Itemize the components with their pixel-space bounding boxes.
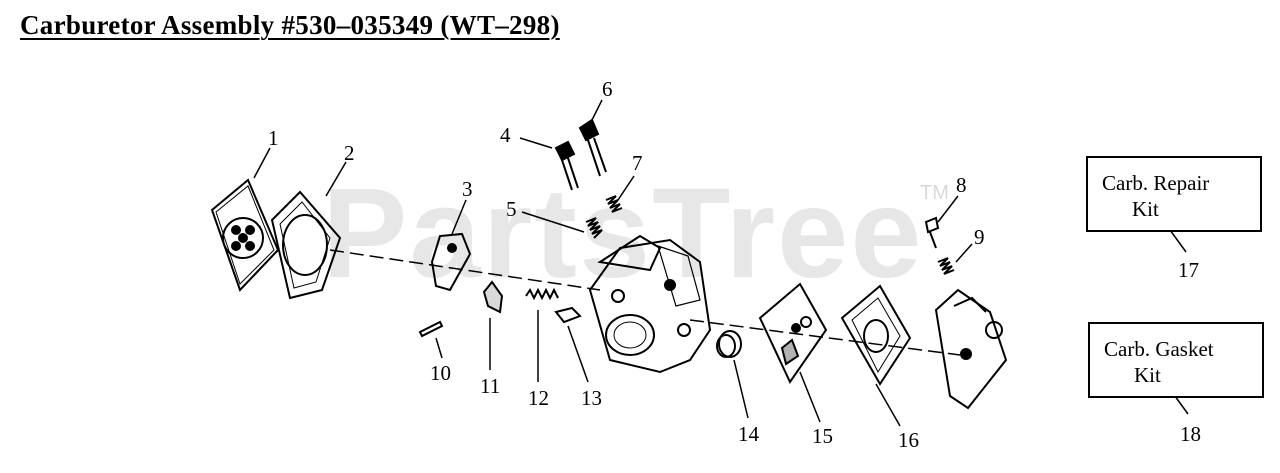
callout-15: 15 [812,424,833,448]
part-11-inlet-lever[interactable] [482,280,504,314]
callout-16: 16 [898,428,919,452]
callout-1: 1 [268,126,279,150]
callout-leader-lines [253,99,1189,427]
part-12-spring[interactable] [525,287,559,301]
part-6-screw[interactable] [578,118,607,177]
part-7-spring[interactable] [605,195,623,213]
carburetor-body[interactable] [588,234,712,374]
callout-2: 2 [344,141,355,165]
callout-6: 6 [602,77,613,101]
diagram-title: Carburetor Assembly #530–035349 (WT–298) [20,10,560,40]
part-13-inlet-needle[interactable] [554,306,582,324]
carb-gasket-kit-label-line1: Carb. Gasket [1104,337,1214,361]
part-1-diaphragm-plate[interactable] [210,178,280,292]
part-2-gasket[interactable] [270,190,342,300]
callout-10: 10 [430,361,451,385]
callout-9: 9 [974,225,985,249]
callout-11: 11 [480,374,500,398]
part-5-spring[interactable] [585,217,603,239]
part-3-lever[interactable] [430,232,472,292]
carb-repair-kit-box[interactable]: Carb. Repair Kit [1086,156,1262,232]
callout-13: 13 [581,386,602,410]
carb-repair-kit-label-line2: Kit [1132,197,1159,221]
callout-8: 8 [956,173,967,197]
callout-3: 3 [462,177,473,201]
pump-cover[interactable] [934,288,1008,410]
callout-5: 5 [506,197,517,221]
part-8-screw[interactable] [924,216,940,249]
callout-12: 12 [528,386,549,410]
callout-7: 7 [632,151,643,175]
callout-18: 18 [1180,422,1201,446]
part-10-pin[interactable] [418,320,444,338]
carb-gasket-kit-label-line2: Kit [1134,363,1161,387]
part-14-screen[interactable] [716,330,742,358]
part-15-pump-plate[interactable] [758,282,828,384]
part-9-spring[interactable] [937,257,955,275]
watermark-trademark: TM [920,182,949,204]
callout-14: 14 [738,422,760,446]
callout-17: 17 [1178,258,1199,282]
carb-repair-kit-label-line1: Carb. Repair [1102,171,1210,195]
part-16-pump-gasket[interactable] [840,284,912,386]
part-4-screw[interactable] [554,140,579,191]
callout-4: 4 [500,123,511,147]
carb-gasket-kit-box[interactable]: Carb. Gasket Kit [1088,322,1264,398]
